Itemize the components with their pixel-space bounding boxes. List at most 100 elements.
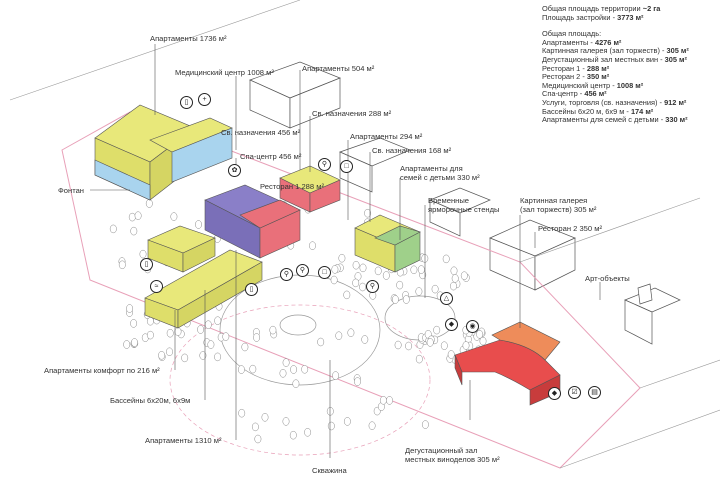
label-service-168: Св. назначения 168 м² xyxy=(372,146,452,155)
tree xyxy=(304,428,312,437)
label-apartments-504: Апартаменты 504 м² xyxy=(302,64,375,73)
tree xyxy=(447,350,455,359)
toilet-icon: ☑ xyxy=(568,386,581,399)
tree xyxy=(204,320,212,329)
label-art-objects: Арт-объекты xyxy=(585,274,630,283)
context-buildings xyxy=(249,61,681,345)
label-restaurant-1: Ресторан 1 288 м² xyxy=(260,182,324,191)
tree xyxy=(338,253,346,263)
tree xyxy=(181,353,189,363)
tree xyxy=(462,341,470,350)
tree xyxy=(361,335,369,344)
area-summary: Общая площадь территории ~2 га Площадь з… xyxy=(542,4,689,125)
label-tasting-line1: Дегустационный зал xyxy=(405,446,478,455)
tree xyxy=(222,332,230,341)
tree xyxy=(394,340,402,350)
wine-icon: ⚲ xyxy=(280,268,293,281)
car-icon: ▤ xyxy=(588,386,601,399)
tree xyxy=(421,420,429,429)
tree xyxy=(145,199,153,208)
tree xyxy=(415,354,423,364)
tree xyxy=(402,295,410,304)
tree xyxy=(166,328,174,338)
tree xyxy=(195,220,202,229)
fountain-icon: △ xyxy=(440,292,453,305)
tree xyxy=(431,284,439,294)
stat-row: Картинная галерея (зал торжеств) - 305 м… xyxy=(542,46,689,56)
label-spa-center: Спа-центр 456 м² xyxy=(240,152,302,161)
tree xyxy=(130,319,138,328)
tree xyxy=(261,413,269,422)
wine-icon: ⚲ xyxy=(366,280,379,293)
tree xyxy=(253,333,261,342)
tree xyxy=(109,224,117,234)
tree xyxy=(289,430,297,440)
tree xyxy=(352,278,360,288)
label-medical-center: Медицинский центр 1008 м² xyxy=(175,68,274,77)
tree xyxy=(282,417,290,426)
tree xyxy=(128,212,136,222)
restaurant-icon: ⚲ xyxy=(318,158,331,171)
tree xyxy=(118,260,126,270)
pool-icon: ≈ xyxy=(150,280,163,293)
tree xyxy=(440,341,448,350)
gallery-tasting-block xyxy=(454,321,561,406)
spa-icon: ✿ xyxy=(228,164,241,177)
tree xyxy=(451,274,459,283)
tree xyxy=(364,208,372,218)
stat-row: Спа-центр - 456 м² xyxy=(542,89,607,99)
label-gallery-line2: (зал торжеств) 305 м² xyxy=(520,205,596,214)
restaurant-service-block xyxy=(204,184,301,259)
tree xyxy=(146,330,154,340)
tree xyxy=(241,342,249,352)
label-pools: Бассейны 6х20м, 6х9м xyxy=(110,396,191,405)
label-apartments-294: Апартаменты 294 м² xyxy=(350,132,423,141)
tree xyxy=(174,327,182,336)
stat-row: Общая площадь территории ~2 га xyxy=(542,4,661,13)
tree xyxy=(331,265,339,274)
tree xyxy=(359,282,367,292)
tree xyxy=(237,365,245,374)
tree xyxy=(330,275,338,285)
label-fair-line1: Временные xyxy=(428,196,470,205)
bed-icon: ▯ xyxy=(245,283,258,296)
stat-row: Общая площадь: xyxy=(542,29,602,39)
bed-icon: ▯ xyxy=(180,96,193,109)
label-fair-stands: Временные ярморочные стенды xyxy=(428,196,500,214)
tree xyxy=(166,347,173,357)
tree xyxy=(379,396,387,405)
tree xyxy=(382,271,390,280)
tree xyxy=(170,212,178,221)
tree xyxy=(158,351,166,360)
tree xyxy=(199,351,207,360)
tree xyxy=(251,422,259,432)
tree xyxy=(347,328,355,337)
art-icon: ◆ xyxy=(445,318,458,331)
tree xyxy=(476,330,484,339)
label-gallery-line1: Картинная галерея xyxy=(520,196,588,205)
small-apartments-block xyxy=(147,225,216,273)
label-restaurant-2: Ресторан 2 350 м² xyxy=(538,224,602,233)
tree xyxy=(207,340,215,349)
stat-row: Бассейны 6х20 м, 6х9 м - 174 м² xyxy=(542,106,654,116)
label-tasting-line2: местных виноделов 305 м² xyxy=(405,455,500,464)
camera-icon: ◉ xyxy=(466,320,479,333)
tree xyxy=(374,266,382,276)
label-service-288: Св. назначения 288 м² xyxy=(312,109,392,118)
stat-row: Апартаменты - 4276 м² xyxy=(542,37,622,47)
stat-row: Площадь застройки - 3773 м² xyxy=(542,12,644,22)
tree xyxy=(386,396,393,405)
label-fair-line2: ярморочные стенды xyxy=(428,205,500,214)
tree xyxy=(405,341,413,351)
tree xyxy=(279,369,287,378)
tree xyxy=(368,421,376,430)
family-apartments-block xyxy=(354,214,421,273)
shop-icon: □ xyxy=(318,266,331,279)
label-service-456: Св. назначения 456 м² xyxy=(221,128,301,137)
tree xyxy=(309,241,316,250)
tree xyxy=(335,331,343,340)
label-family-apartments: Апартаменты для семей с детьми 330 м² xyxy=(400,164,480,182)
tree xyxy=(415,287,423,296)
